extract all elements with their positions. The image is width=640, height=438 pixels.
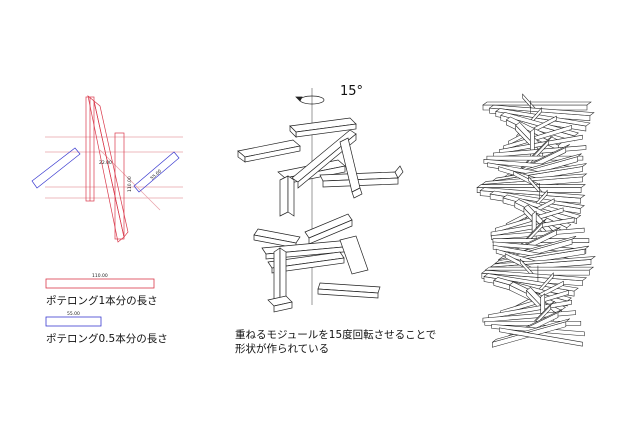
stack-bar — [494, 207, 564, 233]
half-length-bar-left — [31, 147, 81, 189]
stack-bar-top — [484, 266, 595, 271]
stacked-structure-drawing — [476, 93, 596, 348]
upper-module — [237, 117, 404, 217]
dim-diag-label: 55.00 — [149, 168, 163, 181]
module-plan-drawing: 22.00 110.00 55.00 — [31, 95, 183, 243]
stack-bar-top — [476, 184, 586, 188]
stack-bar — [482, 310, 576, 323]
rotation-angle-label: 15° — [340, 84, 364, 99]
dim-center-label: 22.00 — [99, 160, 112, 166]
lower-module — [253, 213, 381, 313]
stack-bar-top — [498, 235, 577, 261]
full-length-bar-diagonal — [87, 95, 129, 243]
legend-half-bar: 55.00 — [45, 311, 102, 327]
stack-bar — [499, 327, 583, 347]
dim-vertical-label: 110.00 — [127, 176, 133, 192]
stack-bar-top — [492, 318, 570, 343]
full-length-bar-vertical-2 — [114, 132, 125, 240]
stack-bar-top — [479, 187, 586, 199]
guide-lines — [45, 136, 183, 211]
svg-text:55.00: 55.00 — [67, 311, 80, 317]
caption-line-2: 形状が作られている — [235, 343, 330, 355]
stack-bar-top — [482, 101, 592, 106]
rotation-module-drawing — [237, 88, 404, 313]
caption-line-1: 重ねるモジュールを15度回転させることで — [235, 329, 437, 341]
legend-full-label: ポテロング1本分の長さ — [46, 295, 158, 307]
half-length-bar-right — [133, 151, 180, 193]
legend-full-bar: 110.00 — [45, 273, 155, 289]
stack-bar-top — [481, 173, 588, 185]
legend-half-label: ポテロング0.5本分の長さ — [46, 333, 168, 345]
svg-text:110.00: 110.00 — [92, 273, 108, 279]
stack-bar-top — [489, 256, 596, 268]
full-length-bar-vertical — [85, 96, 95, 202]
stack-bar-top — [495, 108, 591, 127]
